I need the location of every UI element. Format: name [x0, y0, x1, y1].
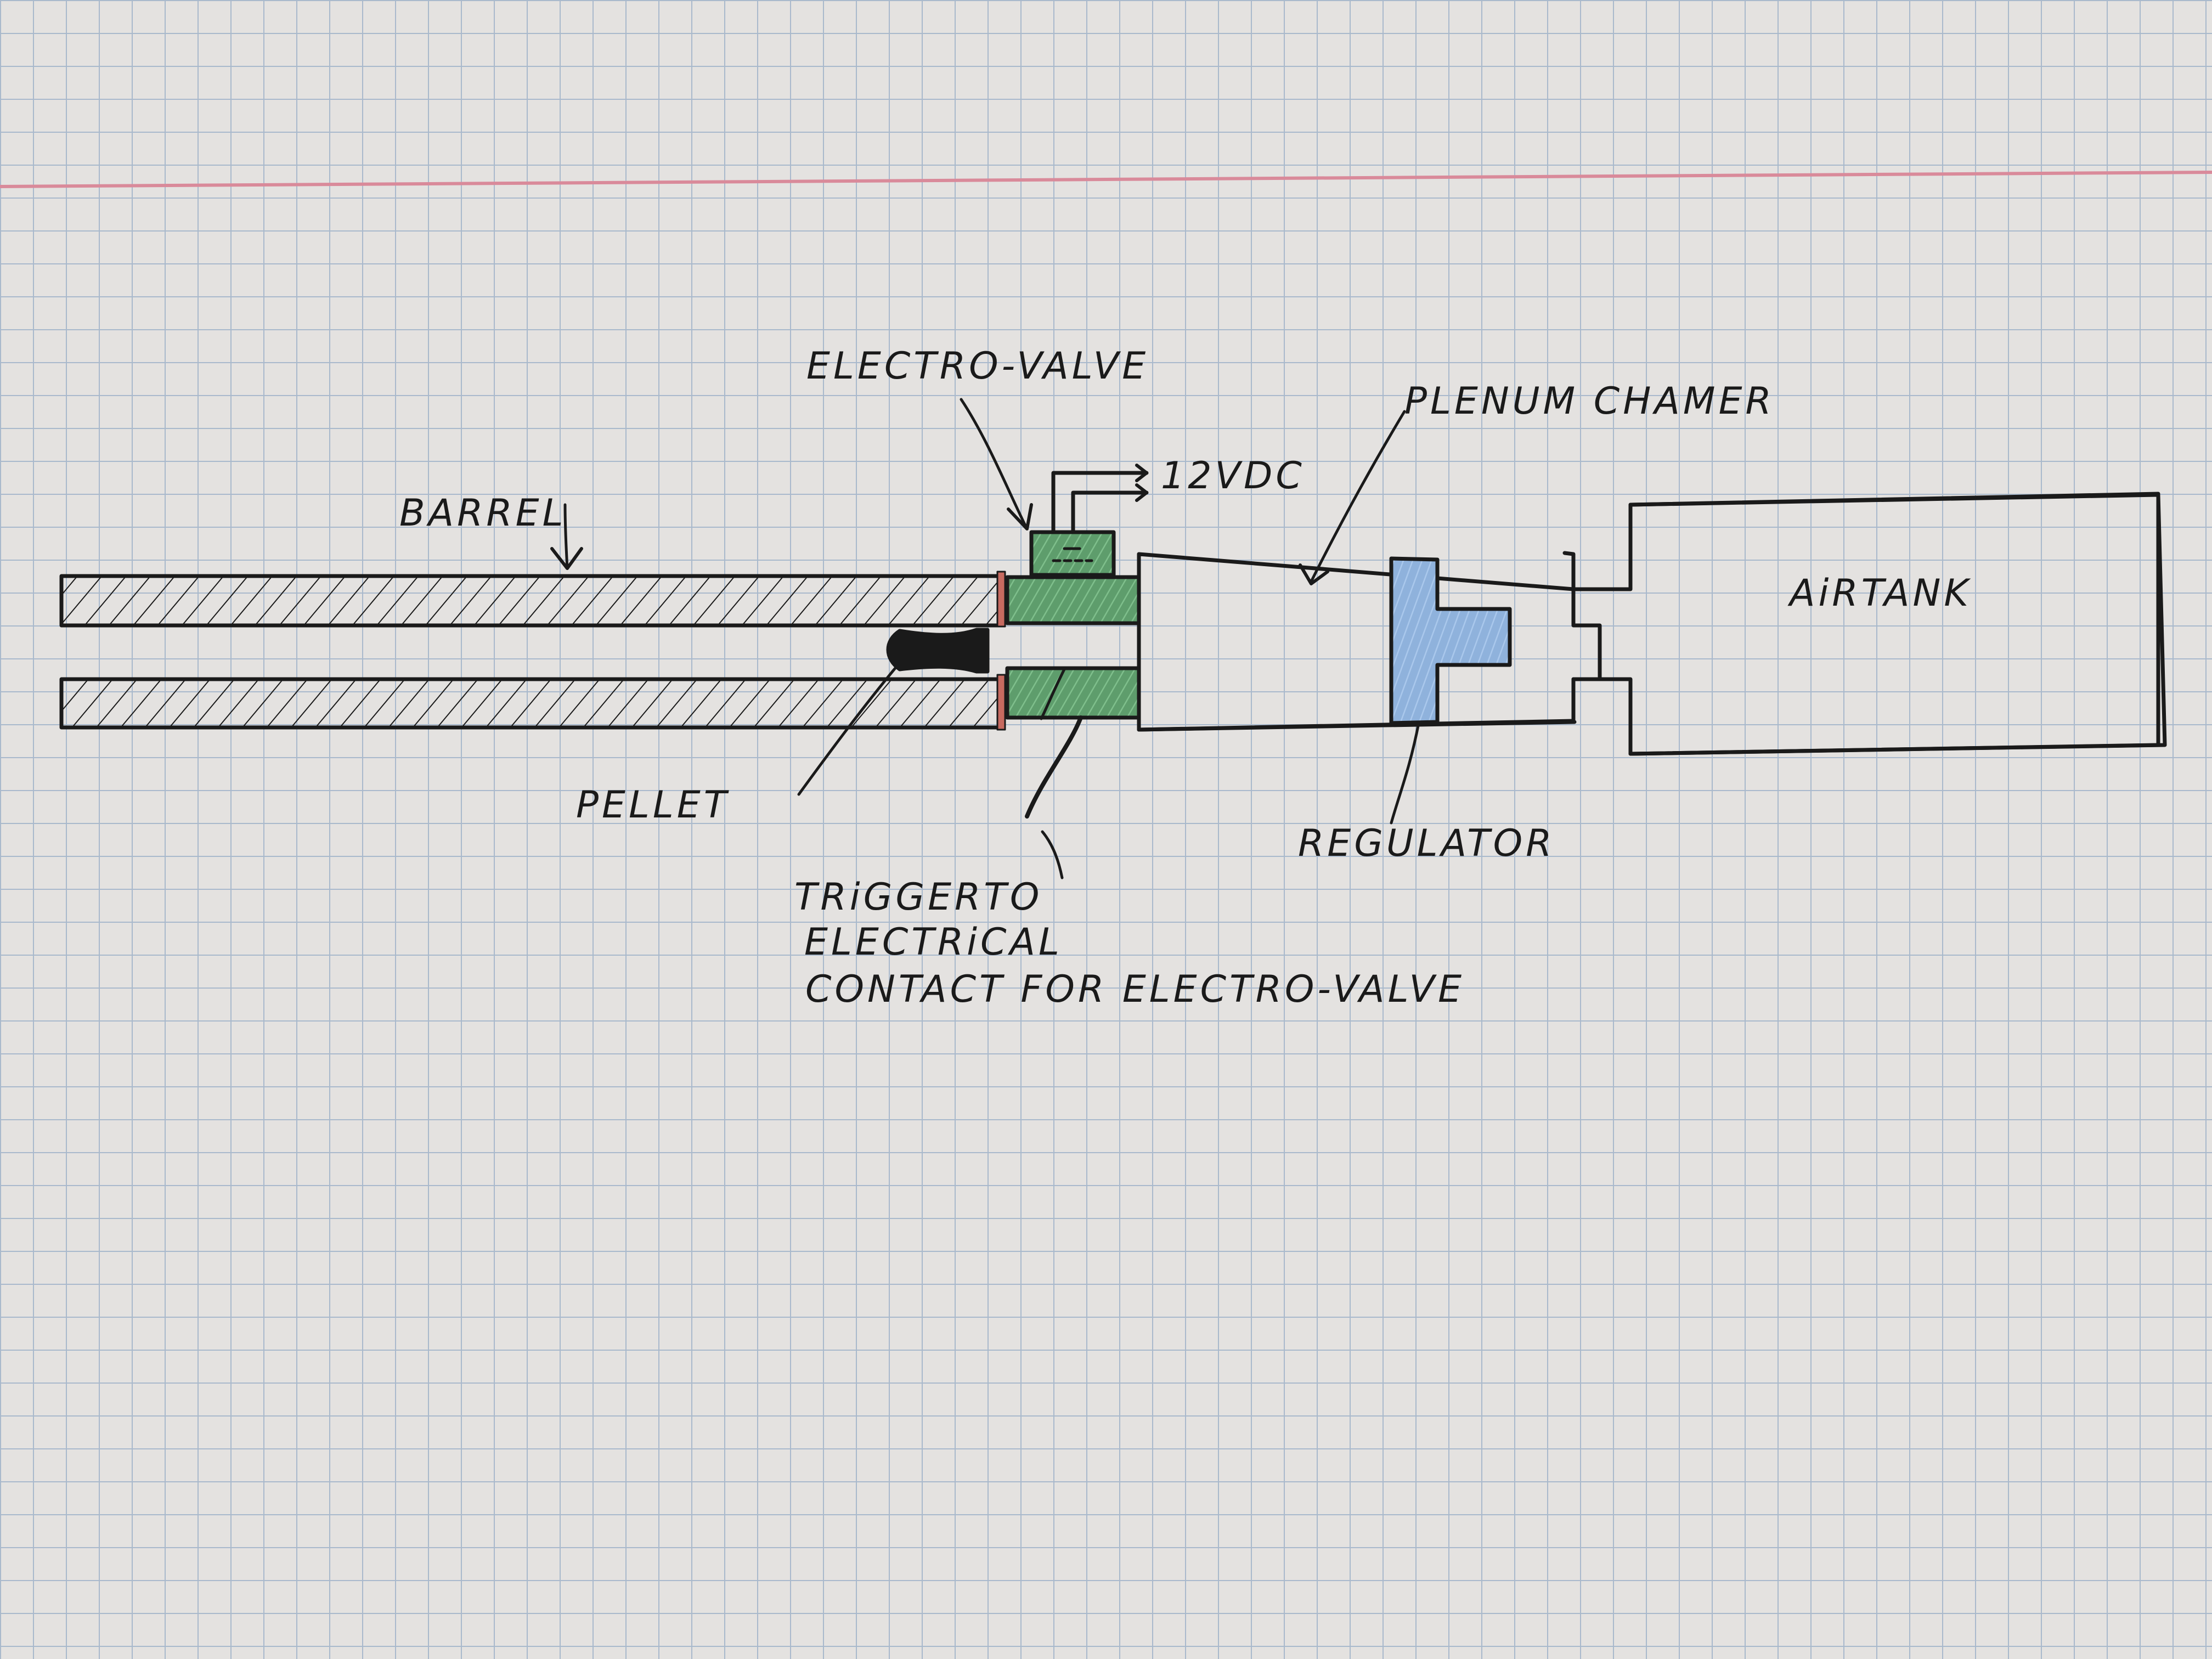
trigger-wire [1025, 715, 1083, 819]
air-tank [1628, 493, 2167, 756]
label-voltage: 12VDC [1161, 454, 1305, 498]
barrel-lower-wall [59, 677, 1002, 730]
leader-plenum [1310, 410, 1406, 583]
wire-upper [1051, 471, 1149, 534]
leader-barrel [563, 503, 569, 570]
label-regulator: REGULATOR [1298, 822, 1555, 865]
label-electro-valve: ELECTRO-VALVE [806, 345, 1149, 388]
leader-pellet [797, 661, 901, 796]
seal-upper [996, 571, 1006, 628]
pellet [886, 628, 990, 674]
label-plenum: PLENUM CHAMER [1404, 380, 1775, 423]
electro-valve-box [1029, 530, 1116, 577]
seal-lower [996, 674, 1006, 731]
label-trigger-line2: ELECTRiCAL [804, 921, 1063, 964]
leader-regulator [1390, 721, 1420, 825]
label-barrel: BARREL [399, 492, 567, 535]
label-trigger-line1: TRiGGERTO [794, 876, 1042, 919]
leader-trigger [1041, 830, 1064, 879]
valve-body-upper [1005, 575, 1141, 625]
label-airtank: AiRTANK [1787, 572, 1972, 615]
barrel-upper-wall [59, 574, 1002, 628]
drawing [59, 398, 2167, 879]
label-pellet: PELLET [576, 783, 730, 827]
regulator [1389, 556, 1512, 725]
margin-line [0, 171, 2212, 188]
leader-valve-lower [1040, 668, 1066, 720]
leader-electro-valve [960, 398, 1028, 528]
label-trigger-line3: CONTACT FOR ELECTRO-VALVE [805, 968, 1465, 1011]
valve-body-lower [1005, 666, 1141, 720]
wire-lower [1071, 490, 1149, 534]
